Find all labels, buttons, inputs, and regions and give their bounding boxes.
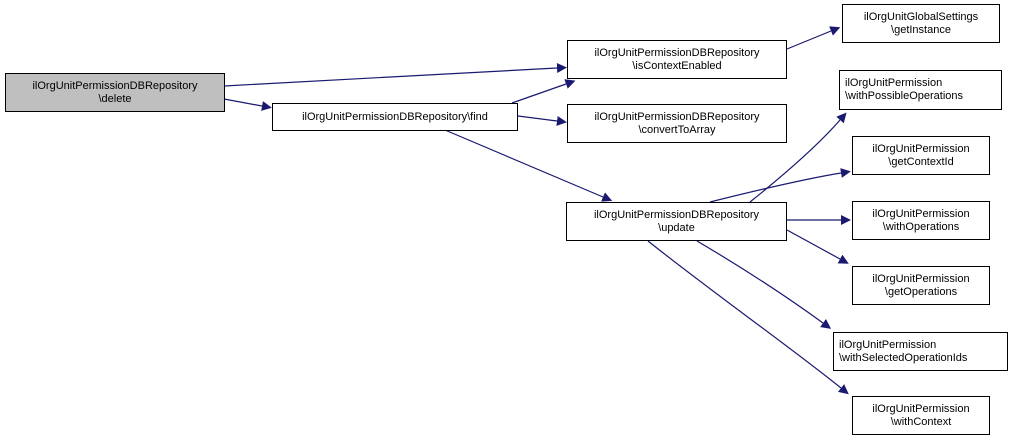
node-label-line: ilOrgUnitPermissionDBRepository — [593, 208, 760, 221]
node-label-line: ilOrgUnitPermissionDBRepository\find — [302, 110, 488, 123]
node-label-line: ilOrgUnitPermission — [872, 207, 970, 220]
node-label-line: \update — [658, 221, 695, 234]
node-label-line: ilOrgUnitPermissionDBRepository — [32, 79, 198, 92]
node-label-line: ilOrgUnitPermissionDBRepository — [594, 110, 760, 123]
node-delete[interactable]: ilOrgUnitPermissionDBRepository \delete — [5, 73, 225, 112]
node-convertToArray[interactable]: ilOrgUnitPermissionDBRepository \convert… — [567, 104, 787, 143]
node-label-line: \getOperations — [884, 285, 958, 298]
node-label-line: \convertToArray — [638, 123, 716, 136]
edge-find-to-convertToArray — [517, 115, 567, 126]
node-label-line: \withPossibleOperations — [845, 90, 964, 102]
node-update[interactable]: ilOrgUnitPermissionDBRepository \update — [566, 202, 787, 241]
node-label-line: \getInstance — [891, 23, 951, 36]
node-withSelectedOperationIds[interactable]: ilOrgUnitPermission \withSelectedOperati… — [833, 332, 1008, 371]
edge-isContextEnabled-to-getInstance — [786, 26, 841, 50]
node-label-line: \withSelectedOperationIds — [839, 351, 968, 364]
node-label-line: \withOperations — [882, 220, 960, 233]
edge-find-to-isContextEnabled — [511, 79, 576, 104]
node-label-line: \delete — [98, 92, 132, 105]
node-find[interactable]: ilOrgUnitPermissionDBRepository\find — [272, 103, 518, 131]
node-label-line: \withContext — [890, 415, 952, 428]
node-getContextId[interactable]: ilOrgUnitPermission \getContextId — [852, 136, 990, 175]
node-label-line: ilOrgUnitPermission — [839, 338, 937, 351]
node-label-line: ilOrgUnitPermission — [872, 142, 970, 155]
edge-update-to-withContext — [647, 240, 849, 395]
node-label-line: ilOrgUnitPermission — [845, 77, 943, 89]
node-label-line: ilOrgUnitPermissionDBRepository — [594, 46, 760, 59]
node-isContextEnabled[interactable]: ilOrgUnitPermissionDBRepository \isConte… — [567, 40, 787, 79]
node-withOperations[interactable]: ilOrgUnitPermission \withOperations — [852, 201, 990, 240]
node-withContext[interactable]: ilOrgUnitPermission \withContext — [852, 396, 990, 435]
node-getOperations[interactable]: ilOrgUnitPermission \getOperations — [852, 266, 990, 305]
node-label-line: ilOrgUnitGlobalSettings — [863, 10, 979, 23]
node-label-line: \isContextEnabled — [632, 59, 722, 72]
edge-update-to-withSelectedOperationIds — [696, 240, 832, 329]
edge-delete-to-find — [223, 98, 272, 111]
node-getInstance[interactable]: ilOrgUnitGlobalSettings \getInstance — [842, 4, 1000, 43]
node-label-line: \getContextId — [888, 155, 954, 168]
edge-update-to-getOperations — [786, 229, 849, 264]
node-label-line: ilOrgUnitPermission — [872, 402, 970, 415]
edge-delete-to-isContextEnabled — [223, 63, 567, 87]
node-label-line: ilOrgUnitPermission — [872, 272, 970, 285]
node-withPossibleOperations[interactable]: ilOrgUnitPermission \withPossibleOperati… — [839, 70, 1002, 110]
edge-update-to-getContextId — [709, 168, 851, 203]
